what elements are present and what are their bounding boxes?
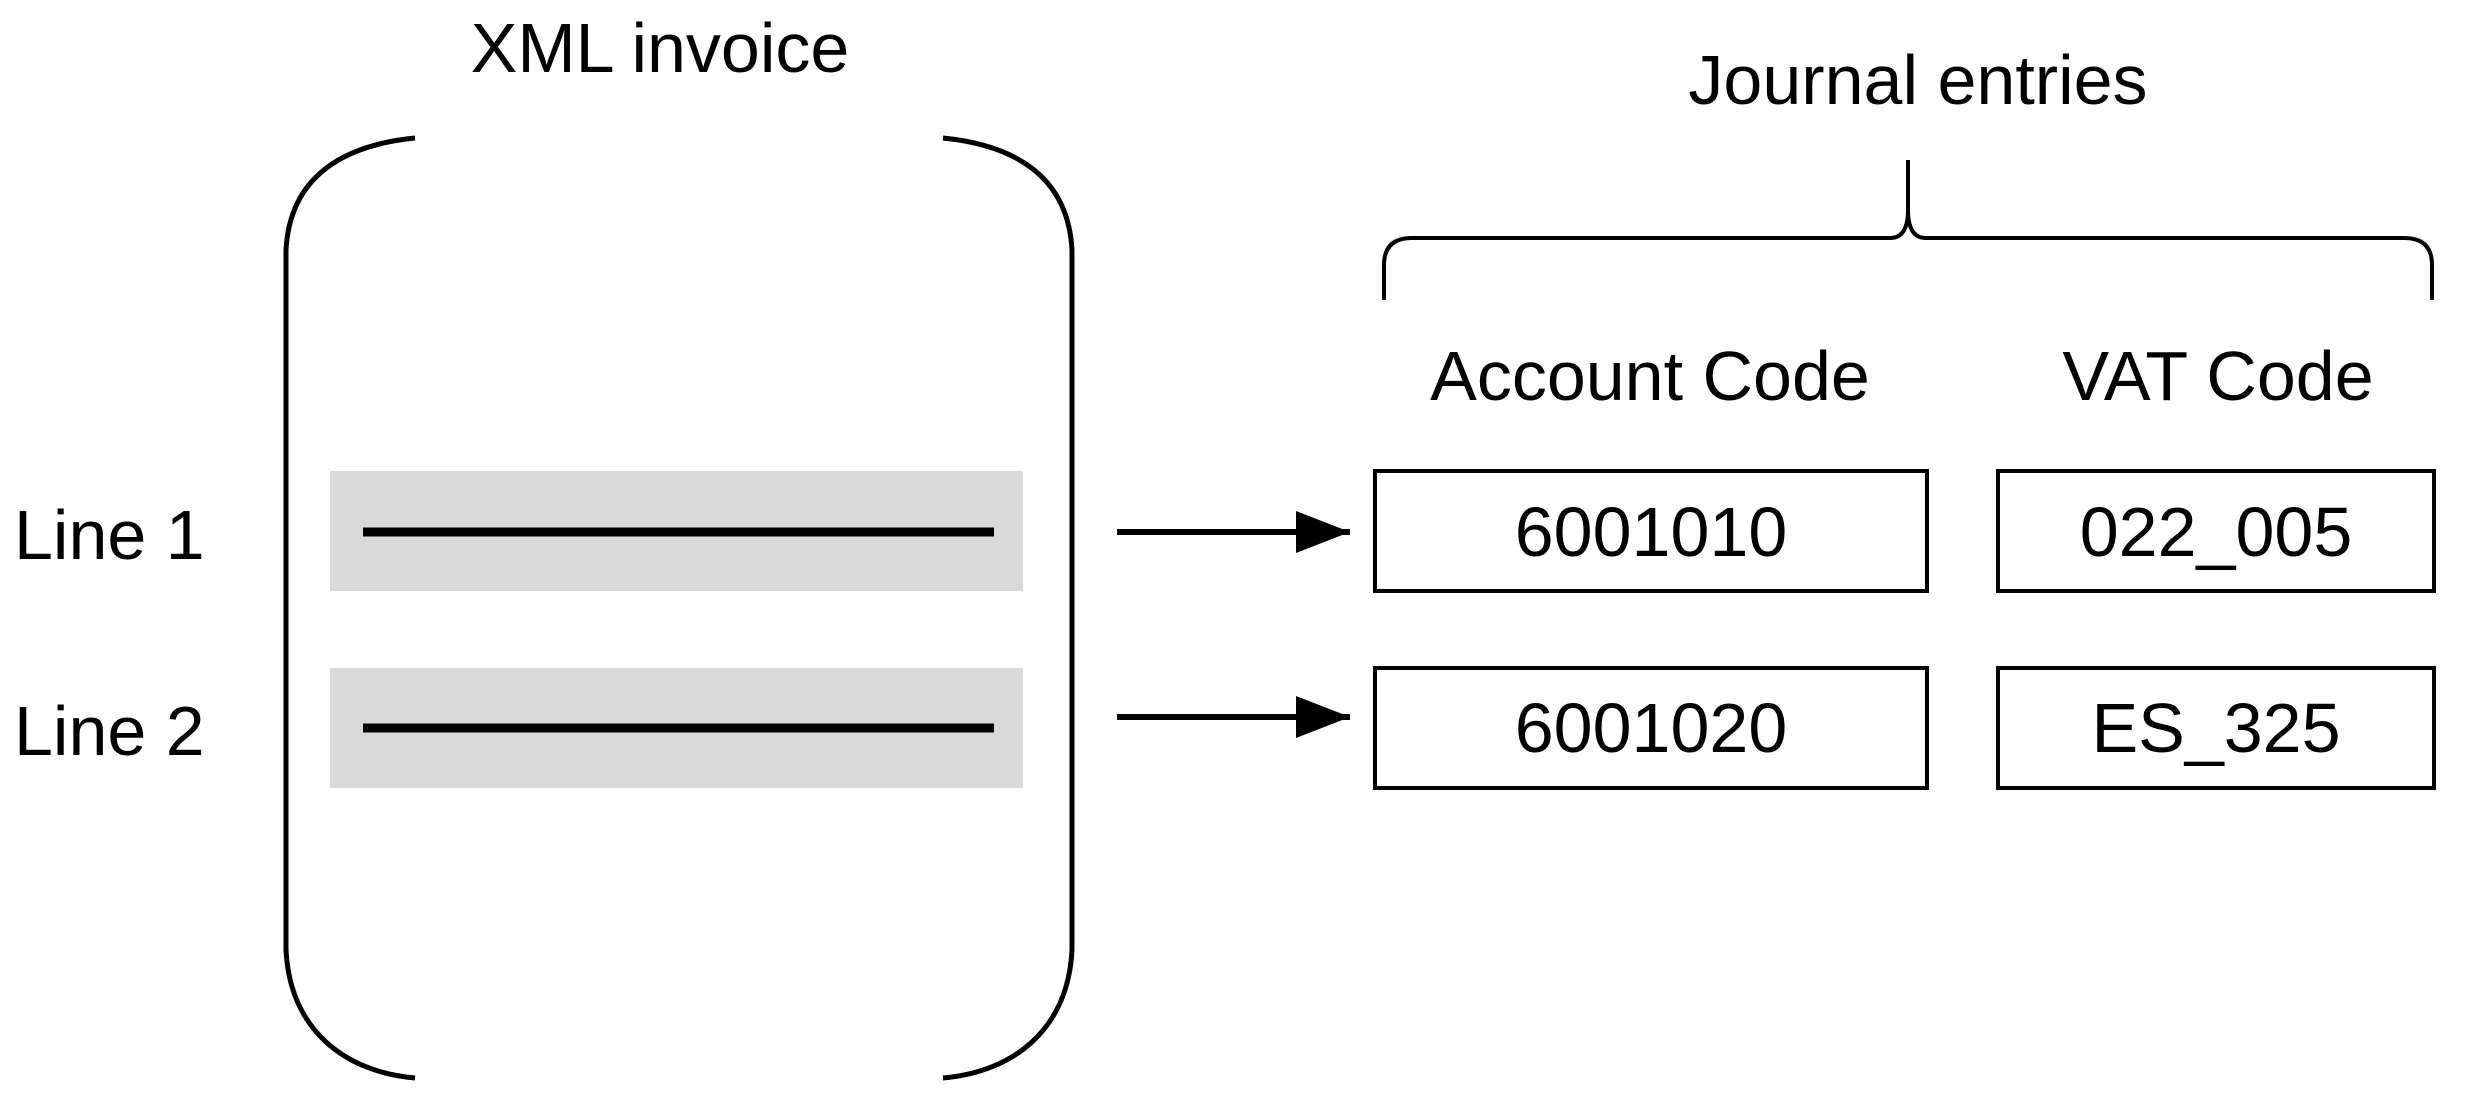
account-code-cell-row-1 bbox=[1373, 469, 1929, 593]
vat-code-header: VAT Code bbox=[2062, 337, 2373, 415]
line-2-label: Line 2 bbox=[14, 692, 205, 770]
account-code-value-row-1: 6001010 bbox=[1515, 493, 1788, 571]
account-code-cell-row-2 bbox=[1373, 666, 1929, 790]
journal-entries-title: Journal entries bbox=[1688, 41, 2147, 119]
xml-invoice-title: XML invoice bbox=[471, 9, 850, 87]
account-code-value-row-2: 6001020 bbox=[1515, 689, 1788, 767]
vat-code-value-row-2: ES_325 bbox=[2091, 689, 2340, 767]
line-1-label: Line 1 bbox=[14, 496, 205, 574]
vat-code-value-row-1: 022_005 bbox=[2080, 493, 2353, 571]
vat-code-cell-row-2 bbox=[1996, 666, 2436, 790]
vat-code-cell-row-1 bbox=[1996, 469, 2436, 593]
account-code-header: Account Code bbox=[1430, 337, 1870, 415]
journal-entries-brace bbox=[1382, 160, 2434, 300]
invoice-left-bracket bbox=[283, 135, 416, 1081]
invoice-right-bracket bbox=[942, 135, 1075, 1081]
